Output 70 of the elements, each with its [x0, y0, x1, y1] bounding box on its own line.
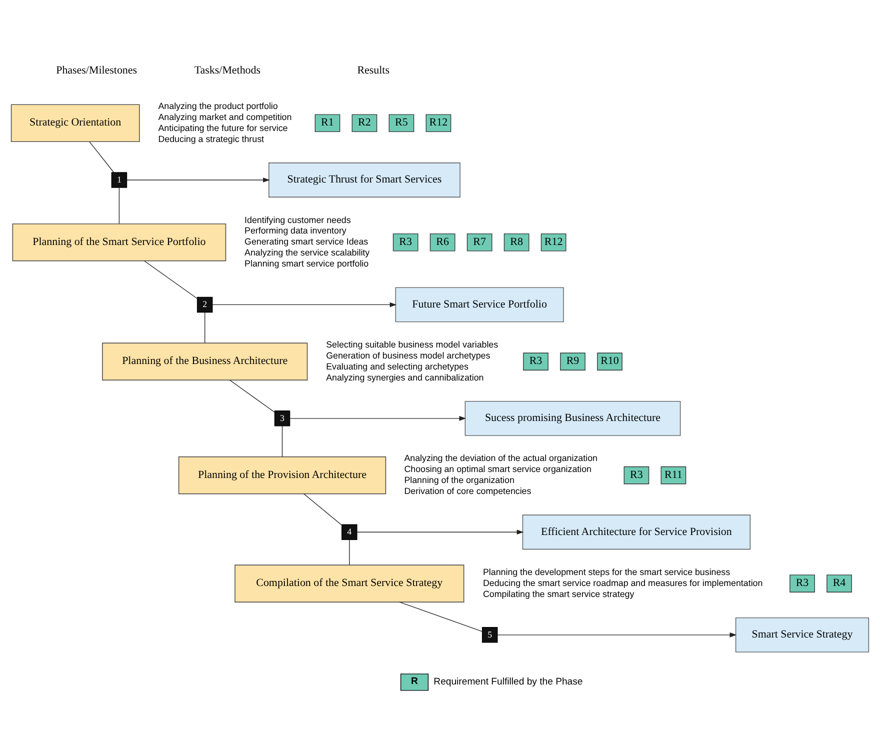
node-box: R12	[426, 114, 452, 132]
node-box: R10	[597, 352, 622, 370]
label: Tasks/Methods	[194, 64, 261, 76]
connector	[282, 425, 283, 457]
node-box: R4	[826, 574, 852, 592]
node-box: R3	[392, 232, 418, 251]
node-label: Identifying customer needs	[244, 214, 351, 224]
arrow	[497, 632, 737, 637]
node-box: R8	[504, 232, 530, 251]
label: Results	[357, 64, 390, 76]
connector	[118, 186, 120, 224]
node-box: 3	[274, 410, 290, 426]
arrow	[290, 416, 466, 420]
node-box: 2	[196, 296, 213, 312]
node-label: Planning smart service portfolio	[244, 258, 369, 268]
node-label: Evaluating and selecting archetypes	[326, 360, 468, 371]
node-label: Analyzing the deviation of the actual organization	[404, 452, 598, 463]
node-box: Smart Service Strategy	[735, 616, 870, 652]
connector	[399, 601, 482, 632]
node-label: Choosing an optimal smart service organization	[404, 464, 592, 474]
node-box: Sucess promising Business Architecture	[464, 400, 681, 436]
node-box: Planning of the Business Architecture	[102, 342, 308, 380]
node-box: R12	[540, 232, 566, 251]
node-label: Selecting suitable business model variables	[326, 338, 498, 349]
node-label: Derivation of core competencies	[404, 486, 532, 496]
connector	[349, 538, 350, 565]
node-label: Analyzing the product portfolio	[158, 100, 278, 111]
node-label: Performing data inventory	[244, 225, 346, 236]
node-box: R7	[466, 232, 492, 251]
node-box: Compilation of the Smart Service Strategy	[234, 564, 464, 602]
label: Phases/Milestones	[56, 64, 138, 76]
connector	[89, 140, 114, 172]
node-label: Analyzing market and competition	[158, 111, 292, 122]
node-box: Planning of the Provision Architecture	[178, 456, 386, 494]
node-box: Strategic Thrust for Smart Services	[268, 162, 460, 197]
arrow	[212, 302, 397, 307]
node-label: Anticipating the future for service	[158, 122, 288, 132]
node-box: R9	[560, 352, 586, 370]
arrow	[126, 177, 270, 182]
node-box: Planning of the Smart Service Portfolio	[12, 222, 226, 261]
label: R	[411, 676, 418, 687]
node-label: Analyzing the service scalability	[244, 247, 370, 258]
node-box: 5	[482, 626, 498, 642]
node-box: Efficient Architecture for Service Provision	[522, 514, 751, 550]
connector	[204, 312, 206, 343]
node-box: R2	[352, 114, 378, 132]
connector	[304, 492, 342, 526]
node-label: Generation of business model archetypes	[326, 350, 490, 360]
node-box: Future Smart Service Portfolio	[395, 286, 564, 322]
node-box: R3	[624, 466, 650, 484]
connector	[229, 379, 275, 412]
arrow	[356, 529, 524, 534]
connector	[144, 260, 198, 298]
node-box: Strategic Orientation	[10, 104, 140, 142]
node-box: R5	[388, 114, 414, 132]
node-box: R3	[523, 352, 548, 370]
node-label: Deducing the smart service roadmap and measures for implementation	[482, 577, 763, 588]
node-box: 4	[342, 524, 358, 540]
node-label: Planning of the organization	[404, 474, 514, 485]
node-box: R11	[660, 466, 686, 484]
node-label: Analyzing synergies and cannibalization	[326, 372, 484, 382]
node-box: R3	[790, 574, 815, 592]
node-label: Generating smart service Ideas	[244, 236, 368, 246]
node-label: Deducing a strategic thrust	[158, 133, 264, 144]
node-label: Compilating the smart service strategy	[482, 588, 634, 598]
legend-label: Requirement Fulfilled by the Phase	[434, 676, 583, 688]
node-box: R1	[314, 114, 340, 132]
node-box: R6	[430, 232, 456, 251]
node-box: 1	[111, 172, 128, 188]
node-label: Planning the development steps for the smart service business	[482, 566, 730, 576]
